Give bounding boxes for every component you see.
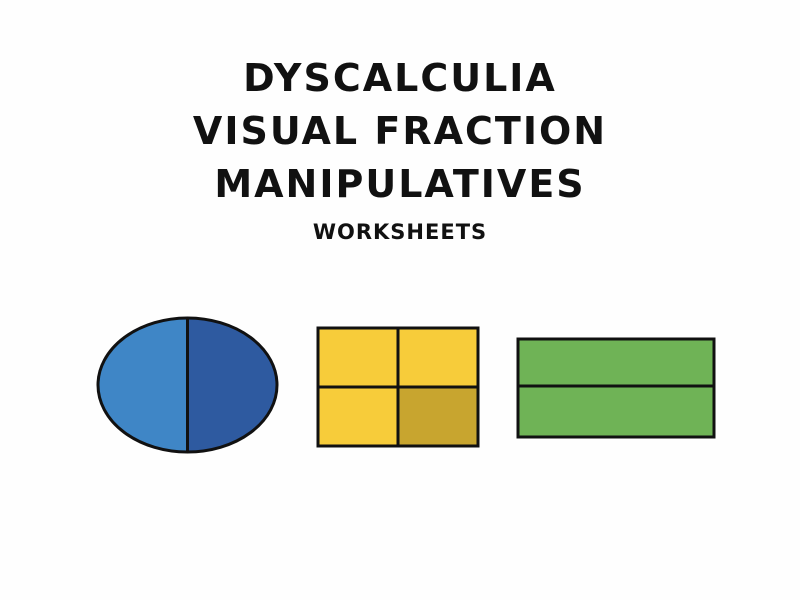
square-quarter-bottom-right <box>398 387 478 446</box>
fraction-rectangle-halves <box>516 337 716 439</box>
rectangle-outline <box>516 337 716 439</box>
circle-left-half <box>98 318 188 452</box>
title-line-3: MANIPULATIVES <box>214 162 586 206</box>
rectangle-bottom-half <box>518 386 714 437</box>
fraction-circle-halves <box>96 316 279 454</box>
title-block: DYSCALCULIA VISUAL FRACTION MANIPULATIVE… <box>0 52 800 247</box>
title-line-2: VISUAL FRACTION <box>192 109 608 153</box>
circle-right-half <box>187 318 277 452</box>
rectangle-top-half <box>518 339 714 386</box>
square-quarter-top-right <box>398 328 478 387</box>
square-quarter-top-left <box>318 328 398 387</box>
fraction-square-quarters <box>316 326 480 448</box>
title-line-1: DYSCALCULIA <box>243 56 557 100</box>
subtitle: WORKSHEETS <box>312 220 488 244</box>
square-quarter-bottom-left <box>318 387 398 446</box>
